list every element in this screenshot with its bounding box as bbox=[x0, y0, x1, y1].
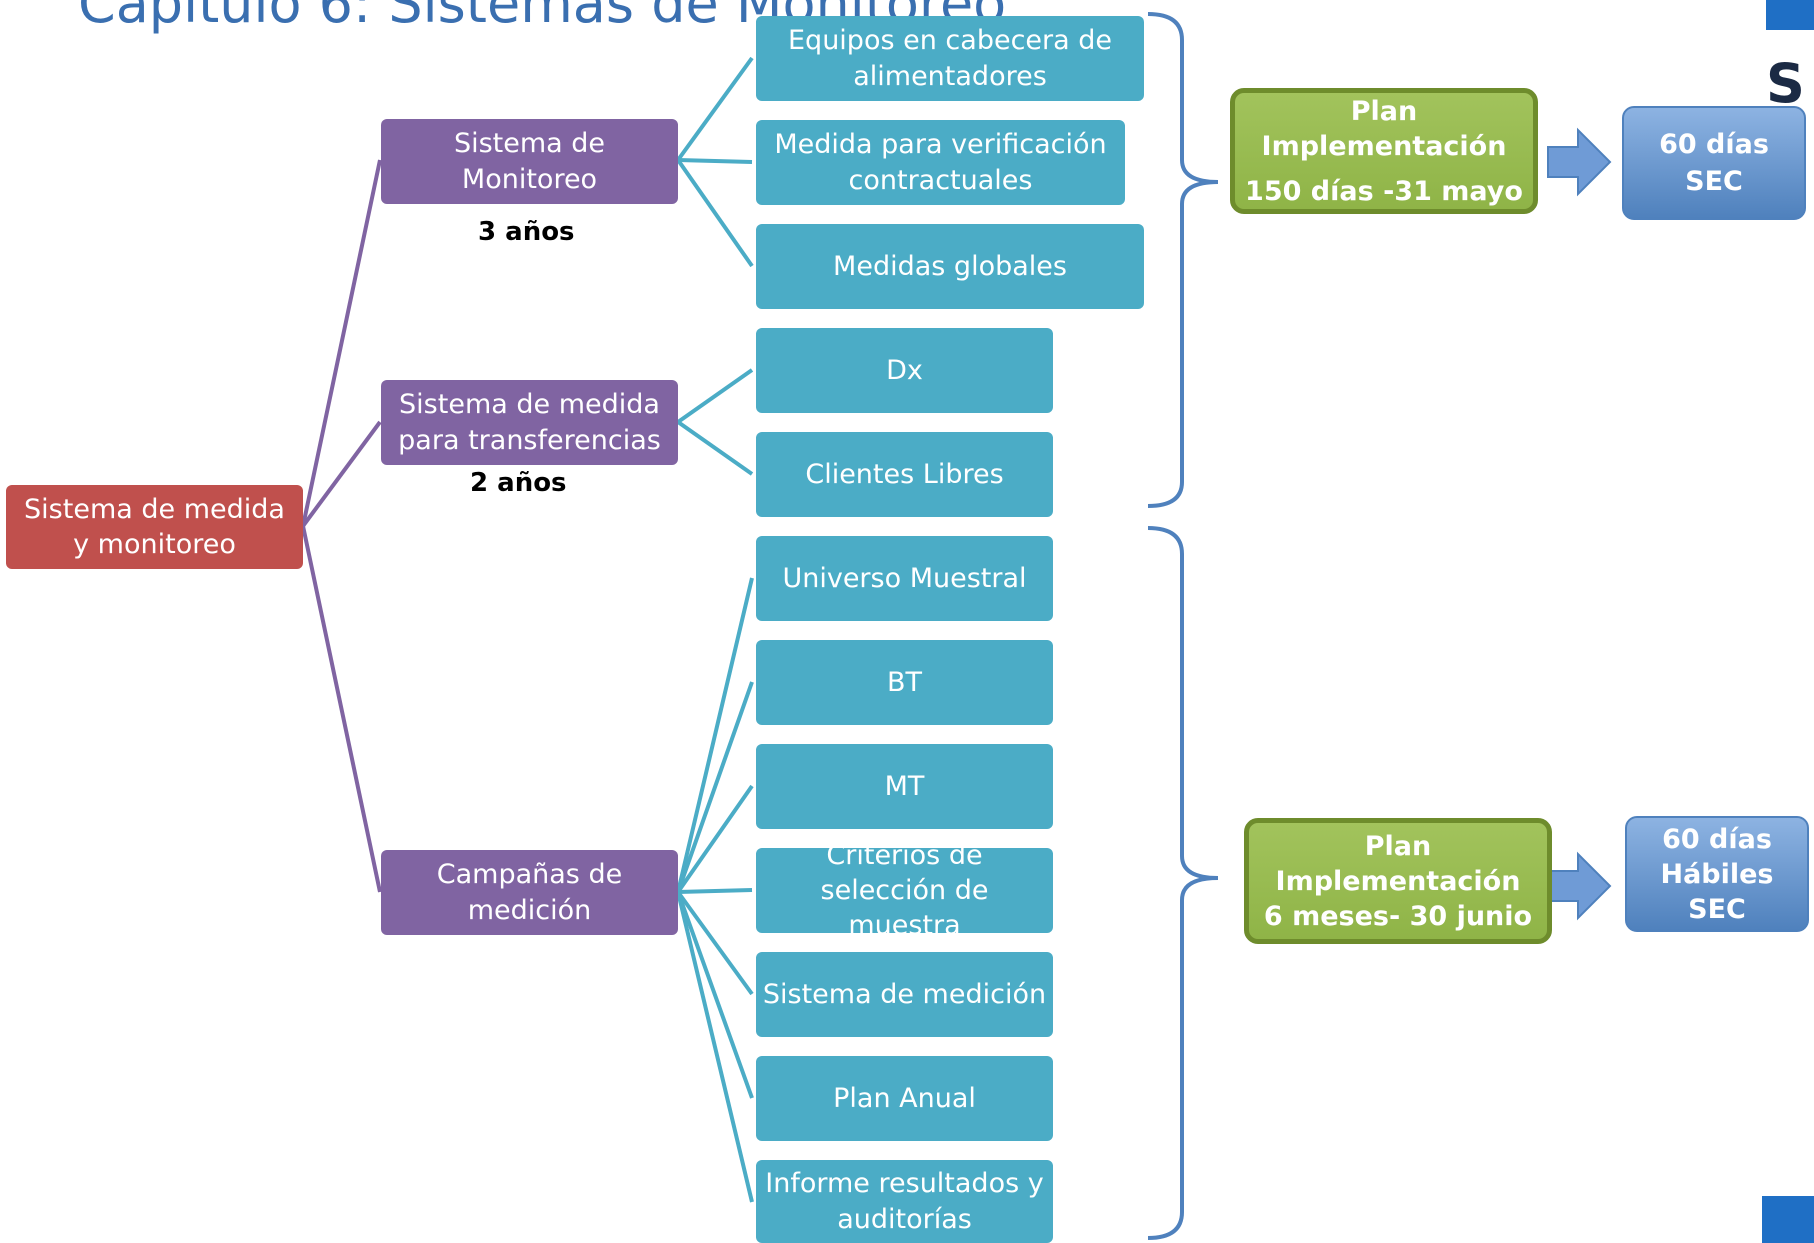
braces bbox=[1147, 12, 1219, 1240]
sec1-line2: SEC bbox=[1685, 166, 1743, 197]
leaf-sistema-medicion: Sistema de medición bbox=[756, 952, 1053, 1037]
duration-label-2-anos: 2 años bbox=[470, 468, 567, 498]
leaf-equipos-cabecera: Equipos en cabecera de alimentadores bbox=[756, 16, 1144, 101]
root-node: Sistema de medida y monitoreo bbox=[6, 485, 303, 569]
sec-60-dias-habiles: 60 días Hábiles SEC bbox=[1625, 816, 1809, 932]
sec2-line2: Hábiles bbox=[1660, 858, 1774, 890]
sec-60-dias: 60 días SEC bbox=[1622, 106, 1806, 220]
arrow-right-icon bbox=[1547, 851, 1612, 921]
branch-campanas-medicion: Campañas de medición bbox=[381, 850, 678, 935]
arrow-right-icon bbox=[1547, 127, 1612, 197]
leaf-dx: Dx bbox=[756, 328, 1053, 413]
corner-decoration-bottom bbox=[1762, 1196, 1814, 1243]
duration-label-3-anos: 3 años bbox=[478, 217, 575, 247]
root-connectors bbox=[301, 159, 382, 893]
plan2-line2: Implementación bbox=[1275, 865, 1521, 897]
arrow-icons bbox=[1547, 127, 1612, 921]
sec1-line1: 60 días bbox=[1659, 129, 1769, 160]
plan1-line1: Plan bbox=[1350, 95, 1418, 127]
leaf-criterios-seleccion: Criterios de selección de muestra bbox=[756, 840, 1053, 941]
leaf-bt: BT bbox=[756, 640, 1053, 725]
plan1-line2: Implementación bbox=[1261, 130, 1507, 162]
plan2-line1: Plan bbox=[1364, 830, 1432, 862]
sec2-line3: SEC bbox=[1688, 893, 1746, 925]
plan1-line3: 150 días -31 mayo bbox=[1245, 175, 1523, 207]
leaf-informe-resultados: Informe resultados y auditorías bbox=[756, 1160, 1053, 1243]
plan2-line3: 6 meses- 30 junio bbox=[1263, 900, 1533, 932]
sec2-line1: 60 días bbox=[1662, 823, 1772, 855]
logo: S bbox=[1766, 52, 1805, 115]
leaf-medidas-globales: Medidas globales bbox=[756, 224, 1144, 309]
leaf-clientes-libres: Clientes Libres bbox=[756, 432, 1053, 517]
leaf-plan-anual: Plan Anual bbox=[756, 1056, 1053, 1141]
plan-implementacion-150: Plan Implementación 150 días -31 mayo bbox=[1230, 88, 1538, 214]
leaf-mt: MT bbox=[756, 744, 1053, 829]
corner-decoration-top bbox=[1766, 0, 1814, 30]
branch-sistema-monitoreo: Sistema de Monitoreo bbox=[381, 119, 678, 204]
leaf-universo-muestral: Universo Muestral bbox=[756, 536, 1053, 621]
branch-connectors bbox=[676, 56, 754, 1203]
plan-implementacion-6-meses: Plan Implementación 6 meses- 30 junio bbox=[1244, 818, 1552, 944]
branch-sistema-transferencias: Sistema de medida para transferencias bbox=[381, 380, 678, 465]
leaf-medida-verificacion: Medida para verificación contractuales bbox=[756, 120, 1125, 205]
